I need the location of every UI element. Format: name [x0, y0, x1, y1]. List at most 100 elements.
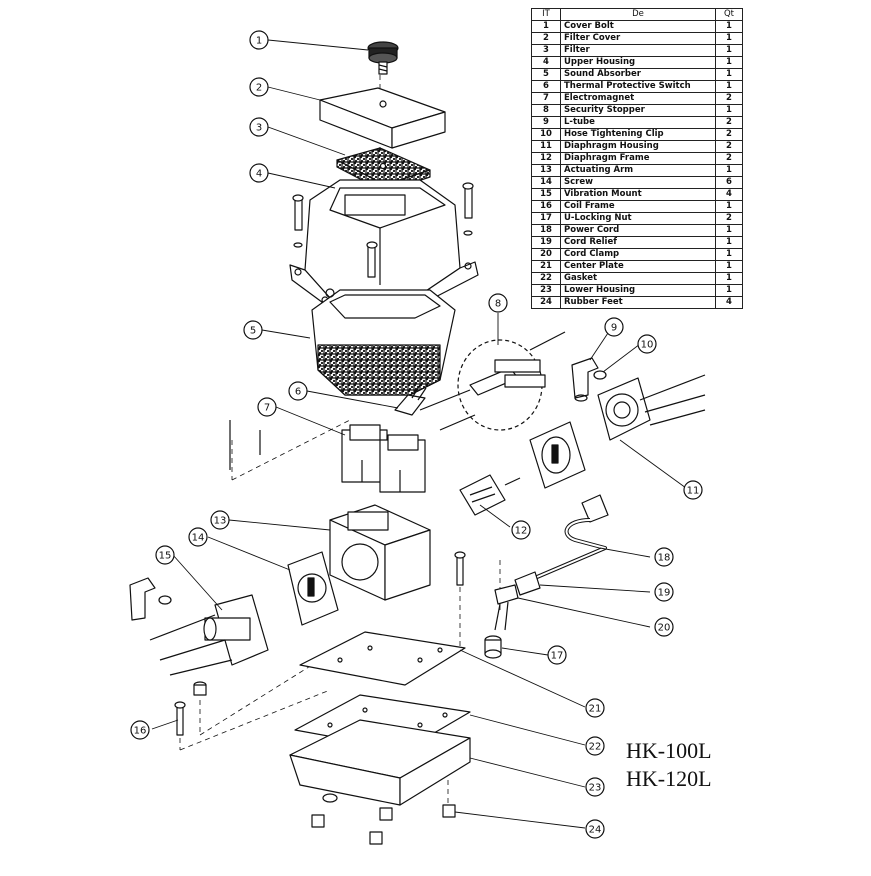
table-cell-quantity: 1 [715, 80, 743, 93]
callout-number-17: 17 [551, 651, 564, 662]
table-cell-description: Filter [560, 44, 716, 57]
callout-circle-9 [604, 317, 624, 337]
callout-circle-13 [210, 510, 230, 530]
table-cell-item: 23 [531, 284, 561, 297]
table-cell-item: 2 [531, 32, 561, 45]
callout-number-15: 15 [159, 551, 172, 562]
table-cell-item: 8 [531, 104, 561, 117]
table-cell-description: Center Plate [560, 260, 716, 273]
table-cell-item: 10 [531, 128, 561, 141]
table-cell-description: Hose Tightening Clip [560, 128, 716, 141]
callout-circle-14 [188, 527, 208, 547]
callout-number-14: 14 [192, 533, 205, 544]
diaphragm-frame-right [529, 421, 586, 489]
callout-number-23: 23 [589, 783, 602, 794]
header-quantity: Qt [715, 8, 743, 21]
model-name-1: HK-100L [626, 738, 712, 763]
table-cell-quantity: 1 [715, 248, 743, 261]
callout-circle-21 [585, 698, 605, 718]
callout-circle-3 [249, 117, 269, 137]
callout-number-20: 20 [658, 623, 671, 634]
table-cell-quantity: 1 [715, 164, 743, 177]
security-stopper [419, 331, 566, 431]
cord-relief [514, 571, 541, 596]
callout-number-24: 24 [589, 825, 602, 836]
callout-circle-6 [288, 381, 308, 401]
callout-number-1: 1 [256, 36, 262, 47]
table-cell-item: 6 [531, 80, 561, 93]
callout-circle-15 [155, 545, 175, 565]
callout-number-16: 16 [134, 726, 147, 737]
callout-circle-23 [585, 777, 605, 797]
callout-circle-17 [547, 645, 567, 665]
table-cell-description: Screw [560, 176, 716, 189]
table-cell-description: Electromagnet [560, 92, 716, 105]
table-cell-item: 3 [531, 44, 561, 57]
table-cell-quantity: 2 [715, 116, 743, 129]
header-description: De [560, 8, 716, 21]
table-cell-description: Cover Bolt [560, 20, 716, 33]
model-name-2: HK-120L [626, 766, 712, 791]
callout-circle-19 [654, 582, 674, 602]
callout-circle-22 [585, 736, 605, 756]
thermal-protective-switch [394, 384, 427, 416]
actuating-arm [459, 474, 521, 516]
coil-frame [329, 504, 431, 601]
lower-housing [289, 719, 471, 806]
power-cord [529, 494, 609, 582]
electromagnet [229, 420, 426, 493]
vibration-mount [193, 635, 502, 696]
callout-number-10: 10 [641, 340, 654, 351]
l-tube-left [129, 577, 172, 621]
table-cell-item: 21 [531, 260, 561, 273]
table-cell-quantity: 4 [715, 296, 743, 309]
parts-table-header: IT De Qt [531, 8, 743, 21]
table-cell-description: Thermal Protective Switch [560, 80, 716, 93]
leader-lines [151, 39, 687, 829]
table-cell-description: Diaphragm Frame [560, 152, 716, 165]
callout-circle-16 [130, 720, 150, 740]
callout-circle-8 [488, 293, 508, 313]
callout-number-22: 22 [589, 742, 602, 753]
table-cell-item: 7 [531, 92, 561, 105]
table-cell-item: 22 [531, 272, 561, 285]
table-cell-item: 11 [531, 140, 561, 153]
table-cell-description: Vibration Mount [560, 188, 716, 201]
callout-circle-1 [249, 30, 269, 50]
sound-absorber [311, 289, 456, 396]
table-cell-item: 17 [531, 212, 561, 225]
hose-clip-right [593, 370, 607, 380]
cord-clamp [494, 584, 519, 631]
table-cell-item: 24 [531, 296, 561, 309]
table-cell-description: Diaphragm Housing [560, 140, 716, 153]
table-cell-quantity: 2 [715, 140, 743, 153]
table-cell-quantity: 6 [715, 176, 743, 189]
callout-number-11: 11 [687, 486, 700, 497]
table-cell-quantity: 1 [715, 224, 743, 237]
table-cell-quantity: 2 [715, 92, 743, 105]
callout-circle-12 [511, 520, 531, 540]
callout-number-7: 7 [264, 403, 270, 414]
table-cell-quantity: 2 [715, 212, 743, 225]
callout-circle-7 [257, 397, 277, 417]
table-cell-description: Security Stopper [560, 104, 716, 117]
callout-circle-24 [585, 819, 605, 839]
callout-number-21: 21 [589, 704, 602, 715]
table-cell-description: Upper Housing [560, 56, 716, 69]
callout-number-6: 6 [295, 387, 301, 398]
